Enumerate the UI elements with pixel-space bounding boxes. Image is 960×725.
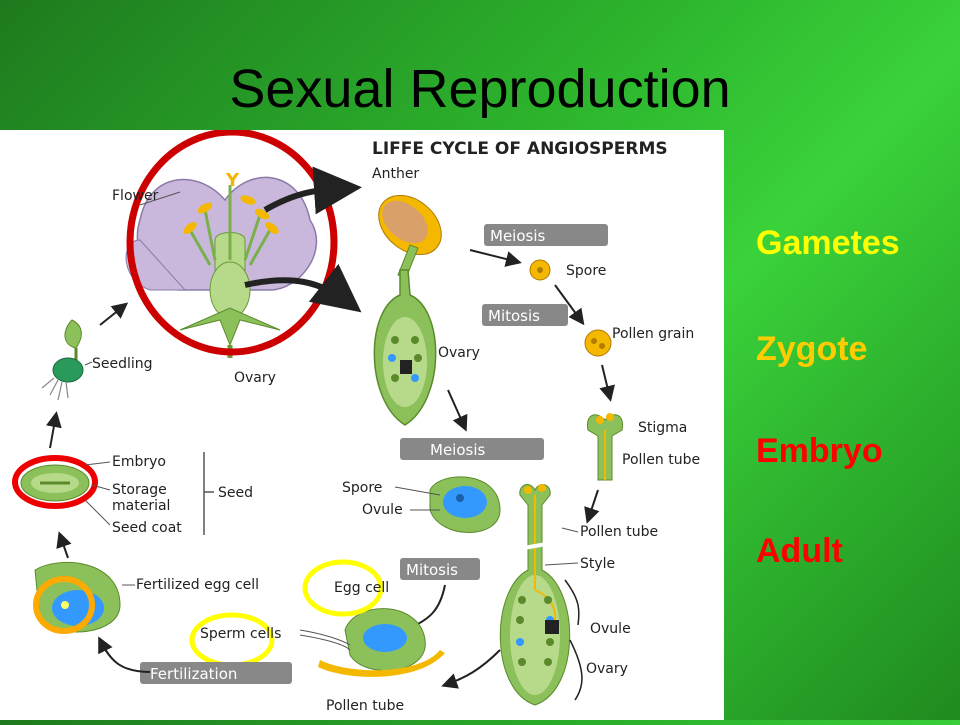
label-stigma: Stigma [638, 420, 687, 436]
label-sperm-cells: Sperm cells [200, 626, 281, 642]
label-storage-2: material [112, 498, 170, 514]
diagram-svg: LIFFE CYCLE OF ANGIOSPERMS Y Flower Ovar… [12, 128, 700, 714]
label-ovary-flower: Ovary [234, 370, 276, 386]
label-pollen-tube-1: Pollen tube [622, 452, 700, 468]
label-storage-1: Storage [112, 482, 167, 498]
label-meiosis-1: Meiosis [490, 227, 545, 245]
label-flower: Flower [112, 188, 159, 204]
pollen-grain-icon [584, 329, 612, 357]
arrow-to-anther [263, 166, 362, 215]
label-mitosis-1: Mitosis [488, 307, 540, 325]
label-fertilization: Fertilization [150, 665, 237, 683]
seedling-illustration [41, 319, 84, 401]
embryo-highlight-ring [12, 455, 98, 509]
label-pollen-tube-3: Pollen tube [326, 698, 404, 714]
label-spore-2: Spore [342, 480, 382, 496]
label-meiosis-2: Meiosis [430, 441, 485, 459]
label-fertilized-egg: Fertilized egg cell [136, 577, 259, 593]
zygote-highlight-ring [33, 576, 95, 634]
label-pollen-tube-2: Pollen tube [580, 524, 658, 540]
egg-cell-highlight-ring [302, 559, 384, 617]
ovule-illustration-middle [429, 476, 501, 533]
anther-illustration [378, 194, 442, 279]
life-cycle-diagram: LIFFE CYCLE OF ANGIOSPERMS Y Flower Ovar… [0, 128, 724, 720]
svg-text:Y: Y [225, 170, 240, 191]
label-style: Style [580, 556, 615, 572]
slide-title: Sexual Reproduction [229, 59, 731, 119]
legend: Gametes Zygote Embryo Adult [756, 0, 956, 720]
label-egg-cell: Egg cell [334, 580, 389, 596]
flower-highlight-ring [126, 128, 338, 356]
seed-illustration [20, 464, 90, 502]
label-anther: Anther [372, 166, 419, 182]
legend-item-embryo: Embryo [756, 432, 883, 470]
label-seed: Seed [218, 485, 253, 501]
stigma-illustration [586, 413, 624, 481]
fertilization-illustration [299, 608, 445, 677]
mitosis-box-top [482, 304, 568, 326]
label-mitosis-2: Mitosis [406, 561, 458, 579]
label-ovule-1: Ovule [362, 502, 403, 518]
label-pollen-grain: Pollen grain [612, 326, 694, 342]
label-ovule-2: Ovule [590, 621, 631, 637]
ovary-illustration-top [373, 269, 437, 426]
diagram-heading: LIFFE CYCLE OF ANGIOSPERMS [372, 139, 668, 159]
label-ovary-top: Ovary [438, 345, 480, 361]
meiosis-box-middle [400, 438, 544, 460]
meiosis-box-top [484, 224, 608, 246]
label-embryo: Embryo [112, 454, 166, 470]
legend-item-adult: Adult [756, 532, 843, 570]
mitosis-box-middle [400, 558, 480, 580]
pistil-illustration [499, 484, 571, 706]
label-spore-1: Spore [566, 263, 606, 279]
arrow-to-ovary [244, 263, 362, 313]
fertilization-box [140, 662, 292, 684]
fertilized-egg-illustration [34, 561, 121, 633]
label-seed-coat: Seed coat [112, 520, 182, 536]
label-ovary-bottom: Ovary [586, 661, 628, 677]
label-seedling: Seedling [92, 356, 153, 372]
legend-item-gametes: Gametes [756, 224, 900, 262]
legend-item-zygote: Zygote [756, 330, 868, 368]
